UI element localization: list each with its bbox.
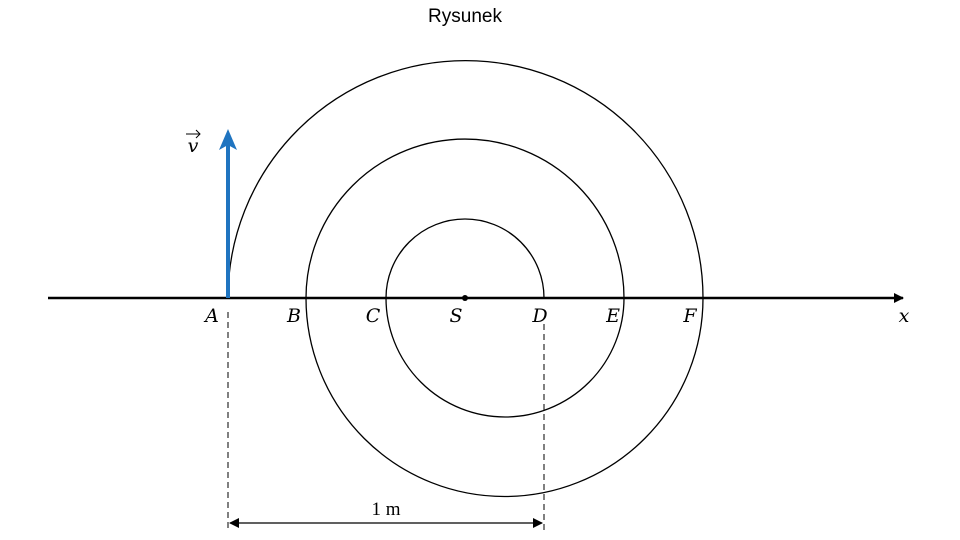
point-label-d: D [531,305,547,327]
vector-arrow-accent [186,129,201,139]
point-label-s: S [449,305,462,327]
center-point-s [462,295,468,301]
velocity-arrowhead [219,129,237,150]
spiral-trajectory [227,59,704,498]
point-label-e: E [605,305,620,327]
point-label-b: B [286,305,301,327]
figure-title: Rysunek [428,6,502,27]
axis-label-x: x [899,305,910,327]
point-label-c: C [366,305,381,327]
dimension-label: 1 m [371,499,400,520]
point-label-a: A [203,305,219,327]
point-label-f: F [682,305,697,327]
vector-label-v: v [188,135,199,157]
